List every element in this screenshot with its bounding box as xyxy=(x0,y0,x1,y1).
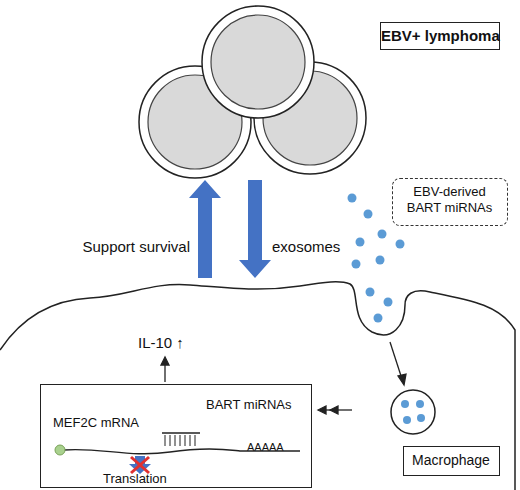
il10-arrow xyxy=(164,362,165,382)
exosome xyxy=(403,416,411,424)
exosome xyxy=(366,288,375,297)
exosome xyxy=(348,194,357,203)
cell-type-label: EBV+ lymphoma xyxy=(380,22,500,50)
cytokine-label: IL-10 ↑ xyxy=(138,334,184,351)
lymphoma-cluster: EBV+ lymphoma xyxy=(130,0,505,180)
mechanism-box: MEF2C mRNA BART miRNAsTranslation AAAAA xyxy=(40,384,312,488)
exosome xyxy=(378,230,387,239)
process-label: Translation xyxy=(103,471,167,486)
mirna-strand xyxy=(162,432,200,433)
callout-box: EBV-derived BART miRNAs xyxy=(392,178,508,226)
exosome xyxy=(396,240,405,249)
endosome xyxy=(391,390,435,434)
vesicle xyxy=(391,390,435,434)
arrow-head xyxy=(161,357,169,365)
exosome xyxy=(384,298,393,307)
mrna-strand xyxy=(64,449,300,454)
cell-nucleus xyxy=(148,75,242,169)
edge-label: exosomes xyxy=(272,238,392,255)
mrna-cap xyxy=(55,445,65,455)
exosome xyxy=(374,314,383,323)
exosome xyxy=(352,260,361,269)
exosome xyxy=(417,414,425,422)
exosome xyxy=(364,210,373,219)
edge-label: Support survival xyxy=(60,238,190,255)
exosome-dots xyxy=(348,194,405,323)
block-cross xyxy=(131,457,149,473)
arrow-head xyxy=(318,406,326,414)
translation-arrow xyxy=(129,456,151,474)
cell-nucleus xyxy=(211,15,305,109)
block-arrow xyxy=(239,180,271,278)
polya-tail: AAAAA xyxy=(247,441,284,453)
release-arrow xyxy=(322,409,352,410)
lymphoma-cells xyxy=(139,6,366,178)
block-cross xyxy=(131,457,149,473)
cell-outer xyxy=(254,62,366,174)
arrow-head xyxy=(398,374,406,385)
uptake-arrow xyxy=(390,342,402,379)
exosome xyxy=(356,238,365,247)
mrna-scheme xyxy=(55,433,300,474)
cell-label-box: Macrophage xyxy=(403,446,500,476)
cell-label: Macrophage xyxy=(404,447,498,474)
mrna-label: MEF2C mRNA xyxy=(53,415,139,430)
mirna-label: BART miRNAs xyxy=(206,397,291,412)
exosome xyxy=(416,400,424,408)
callout-text: EBV-derived BART miRNAs xyxy=(397,184,502,217)
cell-outer xyxy=(139,66,251,178)
exosome xyxy=(376,256,385,265)
exosome xyxy=(401,400,409,408)
cell-nucleus xyxy=(263,71,357,165)
membrane-outline xyxy=(0,282,515,490)
block-arrow xyxy=(189,180,221,278)
base-pairing xyxy=(165,435,195,446)
small-arrows xyxy=(161,342,406,414)
macrophage-cell: IL-10 ↑ Macrophage MEF2C mRNA BART miRNAsTr… xyxy=(0,278,520,490)
arrow-head xyxy=(330,406,338,414)
cell-outer xyxy=(202,6,314,118)
